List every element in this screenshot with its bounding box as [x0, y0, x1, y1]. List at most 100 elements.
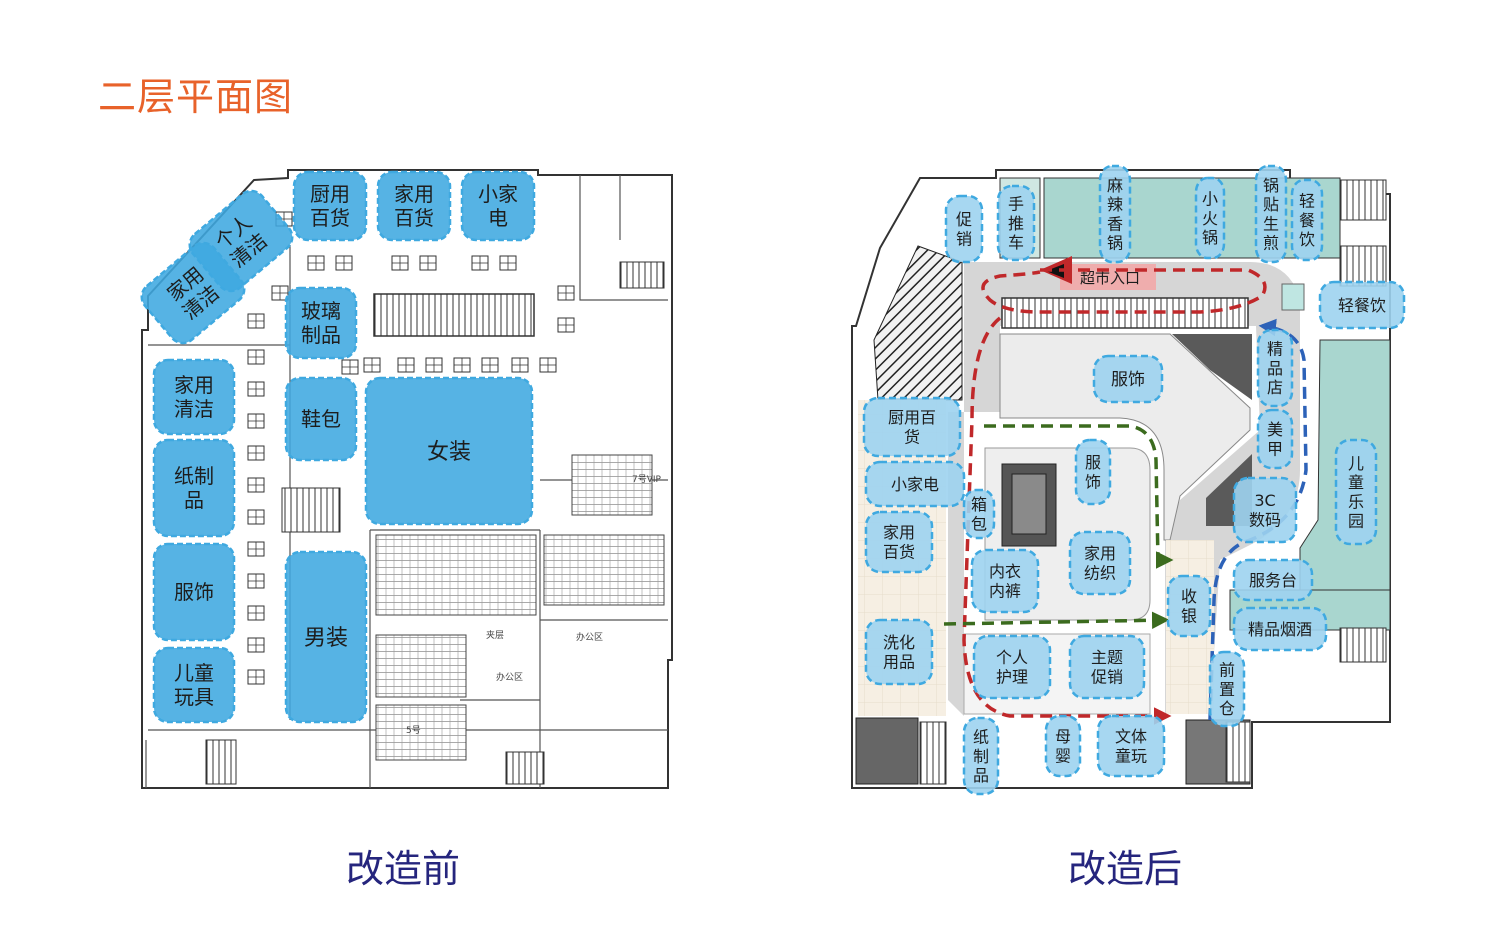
- after-zone: 精品店: [1256, 328, 1294, 408]
- before-zone-label: 制品: [301, 323, 341, 347]
- after-foodcourt: [1043, 177, 1341, 259]
- before-zone-label: 电: [488, 206, 508, 230]
- display-module-divider: [248, 606, 264, 620]
- after-zone: 母婴: [1044, 714, 1082, 778]
- before-zone-label: 儿童: [174, 661, 214, 685]
- after-zone-shape: [864, 618, 934, 686]
- flow-path-green: [984, 424, 1174, 569]
- before-zone: 女装: [364, 376, 534, 526]
- after-zone-label: 销: [956, 229, 972, 248]
- after-zone-label: 童玩: [1115, 746, 1147, 765]
- before-zone-shape: [376, 170, 452, 242]
- before-zone-label: 百货: [310, 206, 350, 230]
- after-zone-label: 服务台: [1249, 571, 1297, 590]
- after-zone-label: 麻: [1107, 176, 1123, 195]
- after-zone-shape: [1254, 164, 1288, 264]
- after-zone-label: 火: [1202, 209, 1218, 228]
- after-zone-label: 厨用百: [888, 408, 936, 427]
- after-stair-bottom-left: [919, 721, 947, 785]
- after-zone-label: 美: [1267, 420, 1283, 439]
- caption-after: 改造后: [1068, 847, 1183, 891]
- display-module-divider: [248, 638, 264, 652]
- before-zone: 纸制品: [152, 438, 236, 538]
- before-stair-1: [281, 487, 341, 533]
- after-zone-shape: [1074, 438, 1112, 506]
- before-label-office-2: 办公区: [496, 671, 523, 683]
- after-zone-label: 银: [1181, 606, 1197, 625]
- after-zone-label: 婴: [1055, 746, 1071, 765]
- after-zone: 轻餐饮: [1318, 280, 1406, 330]
- after-zone-shape: [1256, 328, 1294, 408]
- display-module-divider: [392, 256, 408, 270]
- before-zone-shape: [292, 170, 368, 242]
- before-floor-plan: 夹层 办公区 办公区 7号VIP 5号 厨用百货家用百货小家电个人清洁家用清洁玻…: [140, 169, 673, 789]
- display-module-divider: [248, 382, 264, 396]
- after-zone-label: 饰: [1085, 472, 1101, 491]
- after-zone-shape: [1068, 530, 1132, 596]
- before-zone-label: 小家: [478, 182, 518, 206]
- before-zone: 服饰: [152, 542, 236, 642]
- before-zone-shape: [140, 241, 246, 345]
- after-zone-label: 生: [1263, 214, 1279, 233]
- after-zone-label: 饮: [1299, 230, 1315, 249]
- after-zone-label: 内裤: [989, 581, 1021, 600]
- after-zone-shape: [1232, 606, 1328, 652]
- before-zone-label: 女装: [427, 440, 471, 465]
- display-module-divider: [248, 314, 264, 328]
- before-zone-shape: [152, 358, 236, 436]
- before-zone-label: 百货: [394, 206, 434, 230]
- after-stair-top-right: [1339, 179, 1387, 221]
- after-zone-shape: [1044, 714, 1082, 778]
- before-escalator: [373, 293, 535, 337]
- before-zone-shape: [284, 376, 358, 462]
- after-zone-label: 收: [1181, 587, 1197, 606]
- after-zone-label: 箱: [971, 495, 987, 514]
- after-zone-label: 货: [904, 427, 920, 446]
- display-module-divider: [540, 358, 556, 372]
- after-zone-label: 仓: [1219, 699, 1235, 718]
- after-zone-shape: [862, 396, 962, 458]
- after-zone: 促销: [944, 194, 984, 264]
- after-zone-shape: [1334, 438, 1378, 546]
- after-zone-label: 品: [973, 766, 989, 785]
- after-zone-shape: [1208, 650, 1246, 728]
- after-zone-shape: [864, 460, 966, 508]
- flow-path-red: [962, 268, 1267, 716]
- after-zone-label: 母: [1055, 727, 1071, 746]
- after-zone-shape: [962, 488, 996, 540]
- after-zone-shape: [996, 184, 1036, 262]
- after-dark-block: [1172, 334, 1252, 400]
- after-zone-label: 餐: [1299, 211, 1315, 230]
- before-label-room5: 5号: [406, 725, 421, 736]
- after-zone-shape: [1166, 574, 1212, 638]
- display-module-divider: [482, 358, 498, 372]
- display-module-divider: [248, 414, 264, 428]
- before-zone-shape: [152, 542, 236, 642]
- after-zone-label: 童: [1348, 473, 1364, 492]
- display-module-divider: [272, 286, 288, 300]
- after-zone: 轻餐饮: [1290, 178, 1324, 262]
- display-module-divider: [248, 542, 264, 556]
- display-module-divider: [308, 256, 324, 270]
- after-zone: 小家电: [864, 460, 966, 508]
- after-zone-label: 店: [1267, 378, 1283, 397]
- before-zone-label: 纸制: [174, 464, 214, 488]
- before-zone-shape: [284, 286, 358, 360]
- before-zone-shape: [460, 170, 536, 242]
- caption-before: 改造前: [346, 847, 461, 891]
- display-module-divider: [500, 256, 516, 270]
- display-module-divider: [248, 510, 264, 524]
- after-zone-label: 家用: [1084, 544, 1116, 563]
- after-zone-label: 护理: [996, 667, 1028, 686]
- after-zone-shape: [1068, 634, 1146, 700]
